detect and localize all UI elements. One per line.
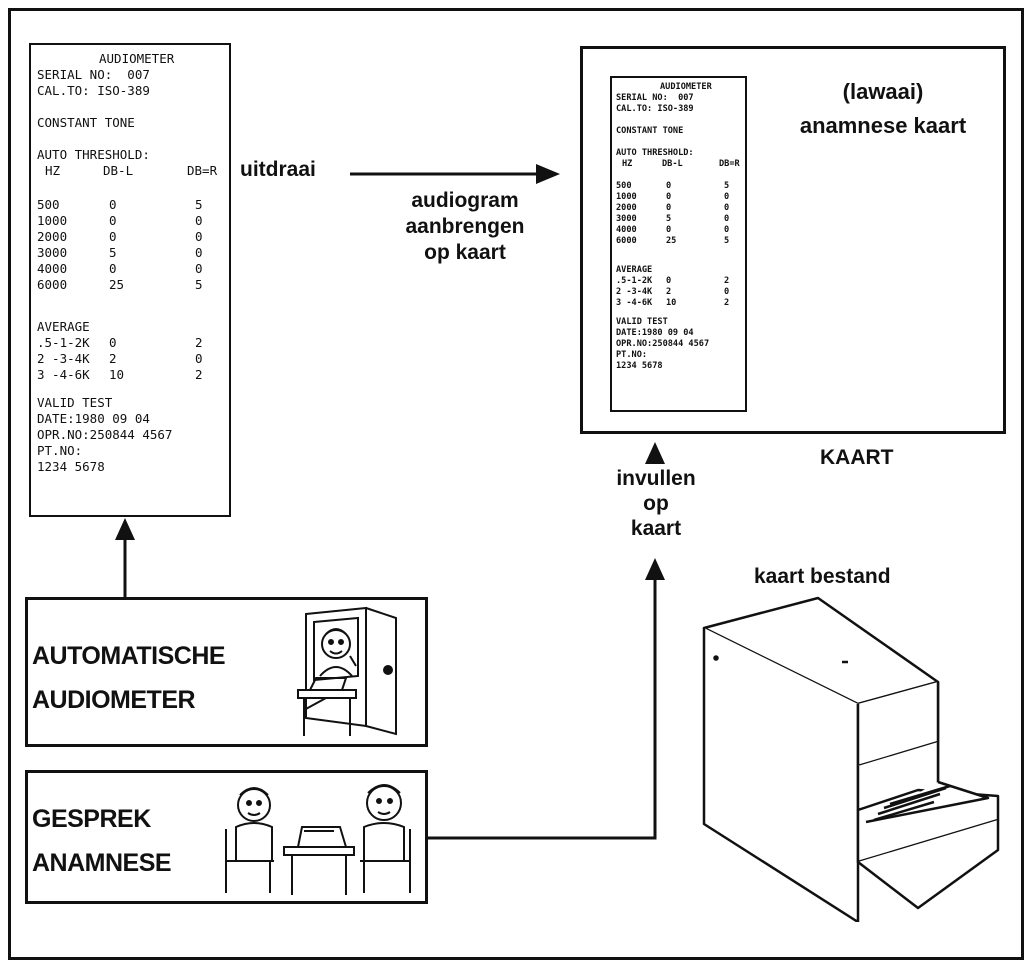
arrowhead-gesprek xyxy=(645,558,665,580)
arrowhead-uitdraai xyxy=(536,164,560,184)
arrow-gesprek-path xyxy=(428,578,655,838)
arrowhead-invullen xyxy=(645,442,665,464)
arrowhead-audiometer xyxy=(115,518,135,540)
